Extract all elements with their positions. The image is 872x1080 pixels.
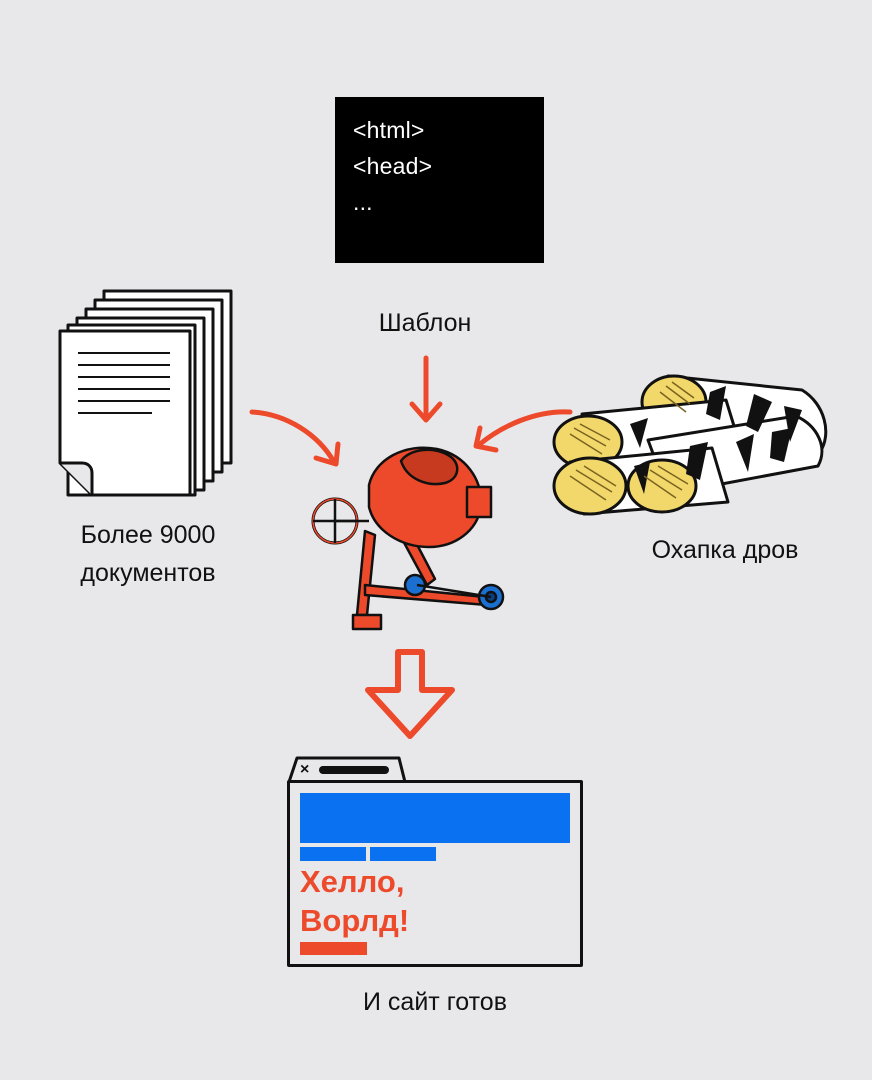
site-ready-label: И сайт готов <box>363 988 507 1016</box>
firewood-label: Охапка дров <box>651 536 799 564</box>
template-code-box: <html> <head> ... <box>335 97 544 263</box>
documents-label-line2: документов <box>80 559 216 587</box>
code-line-1: <html> <box>353 117 425 143</box>
documents-stack-icon <box>58 289 233 497</box>
documents-label-line1: Более 9000 <box>80 521 216 549</box>
arrow-icon <box>249 409 337 465</box>
header-block <box>300 793 570 843</box>
code-line-3: ... <box>353 189 373 215</box>
arrow-icon <box>477 409 573 447</box>
firewood-logs-icon <box>552 374 828 516</box>
code-line-2: <head> <box>353 153 433 179</box>
browser-heading: Хелло, Ворлд! <box>300 862 409 940</box>
browser-heading-line1: Хелло, <box>300 864 405 899</box>
browser-tab <box>287 756 407 783</box>
browser-heading-line2: Ворлд! <box>300 903 410 938</box>
concrete-mixer-icon <box>311 446 505 631</box>
nav-block-2 <box>370 847 436 861</box>
template-label: Шаблон <box>378 309 472 337</box>
close-icon: × <box>300 761 310 778</box>
nav-block-1 <box>300 847 366 861</box>
arrow-icon <box>365 649 455 739</box>
arrows-layer <box>249 355 573 739</box>
red-accent-bar <box>300 942 367 955</box>
